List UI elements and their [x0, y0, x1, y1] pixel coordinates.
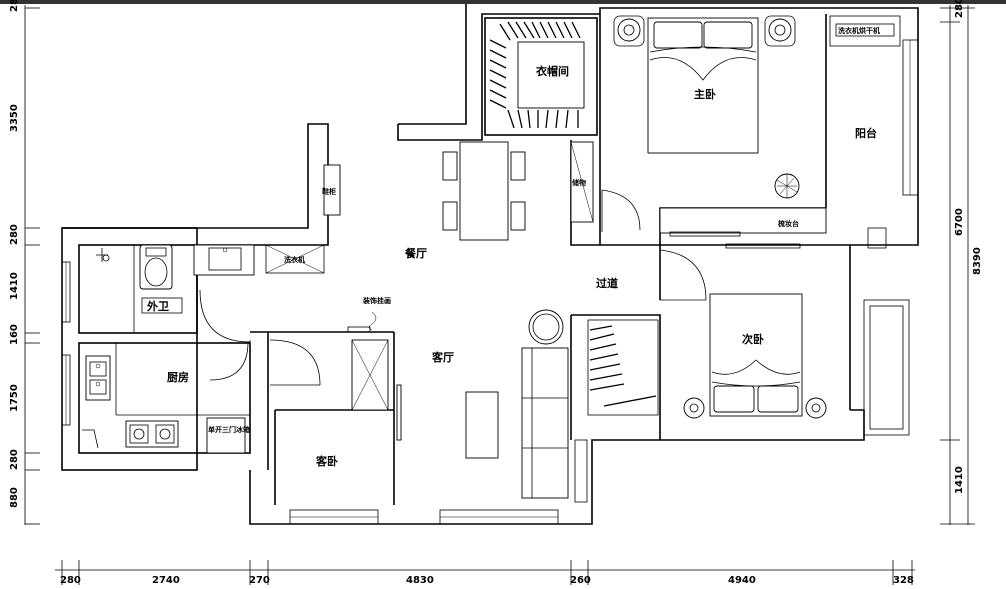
washer-label: 洗衣机 [284, 255, 305, 264]
dim-right-full: 8390 [972, 247, 983, 275]
second-bedroom-wardrobe [587, 319, 659, 416]
dim-left-1: 280 [9, 0, 20, 12]
dim-bottom-7: 328 [893, 575, 914, 586]
dim-bottom-3: 270 [249, 575, 270, 586]
room-label-guest-room: 客卧 [315, 454, 338, 468]
guest-door-swing [269, 339, 321, 386]
dim-left-2: 3350 [9, 104, 20, 132]
dim-bottom-5: 260 [570, 575, 591, 586]
side-table [528, 309, 564, 345]
right-dimension-column: 280 6700 8390 1410 [940, 0, 983, 525]
dim-bottom-2: 2740 [152, 575, 180, 586]
room-label-living: 客厅 [431, 350, 454, 364]
wall-hanging [347, 326, 371, 333]
dim-left-8: 880 [9, 487, 20, 508]
shoe-cabinet-label: 鞋柜 [322, 187, 336, 196]
dim-right-mid: 6700 [954, 208, 965, 236]
round-stool [774, 173, 800, 199]
dining-table [442, 141, 526, 241]
master-bed [647, 17, 759, 154]
dim-left-5: 160 [9, 324, 20, 345]
master-door-swing [601, 189, 641, 231]
dresser-label: 梳妆台 [778, 219, 799, 228]
washer-dryer [829, 15, 901, 47]
dresser [659, 207, 827, 234]
fridge-label: 单开三门冰箱 [208, 425, 250, 434]
dim-right-low: 1410 [954, 466, 965, 494]
dim-right-top: 280 [954, 0, 965, 18]
windows [61, 39, 919, 525]
room-label-outer-bath: 外卫 [146, 299, 169, 313]
room-label-hallway: 过道 [596, 276, 618, 290]
room-label-second-bedroom: 次卧 [742, 332, 764, 346]
bath-door-swing [199, 289, 251, 343]
dim-left-4: 1410 [9, 272, 20, 300]
dim-bottom-4: 4830 [406, 575, 434, 586]
nightstand-second-right [805, 397, 827, 419]
second-bedroom-door [659, 249, 707, 301]
closet-hatching [489, 21, 581, 129]
outer-bath-fixtures [96, 244, 325, 333]
dim-bottom-1: 280 [60, 575, 81, 586]
nightstand-second-left [683, 397, 705, 419]
room-label-master-bedroom: 主卧 [694, 87, 716, 101]
dim-left-3: 280 [9, 224, 20, 245]
coffee-table [465, 391, 499, 459]
dim-left-6: 1750 [9, 384, 20, 412]
nightstand-lamp-right [768, 18, 792, 42]
nightstand-lamp-left [617, 18, 641, 42]
sofa [521, 347, 569, 499]
bottom-dimension-row: 280 2740 270 4830 260 4940 328 [55, 560, 915, 586]
room-label-dining: 餐厅 [404, 246, 427, 260]
washer-dryer-label: 洗衣机烘干机 [838, 26, 880, 35]
dim-bottom-6: 4940 [728, 575, 756, 586]
second-bed [709, 293, 803, 417]
tv-unit [396, 384, 402, 441]
room-label-kitchen: 厨房 [167, 370, 189, 384]
room-label-closet: 衣帽间 [536, 64, 569, 78]
shoe-cabinet [323, 164, 341, 216]
closet-island [517, 41, 585, 109]
storage-label: 储物 [571, 178, 586, 187]
left-dimension-column: 280 3350 280 1410 160 1750 280 880 [9, 0, 40, 525]
wall-hanging-label: 装饰挂画 [362, 296, 391, 305]
dim-left-7: 280 [9, 449, 20, 470]
top-edge [0, 0, 1006, 4]
kitchen-fixtures [82, 343, 250, 454]
room-label-balcony: 阳台 [855, 126, 877, 140]
